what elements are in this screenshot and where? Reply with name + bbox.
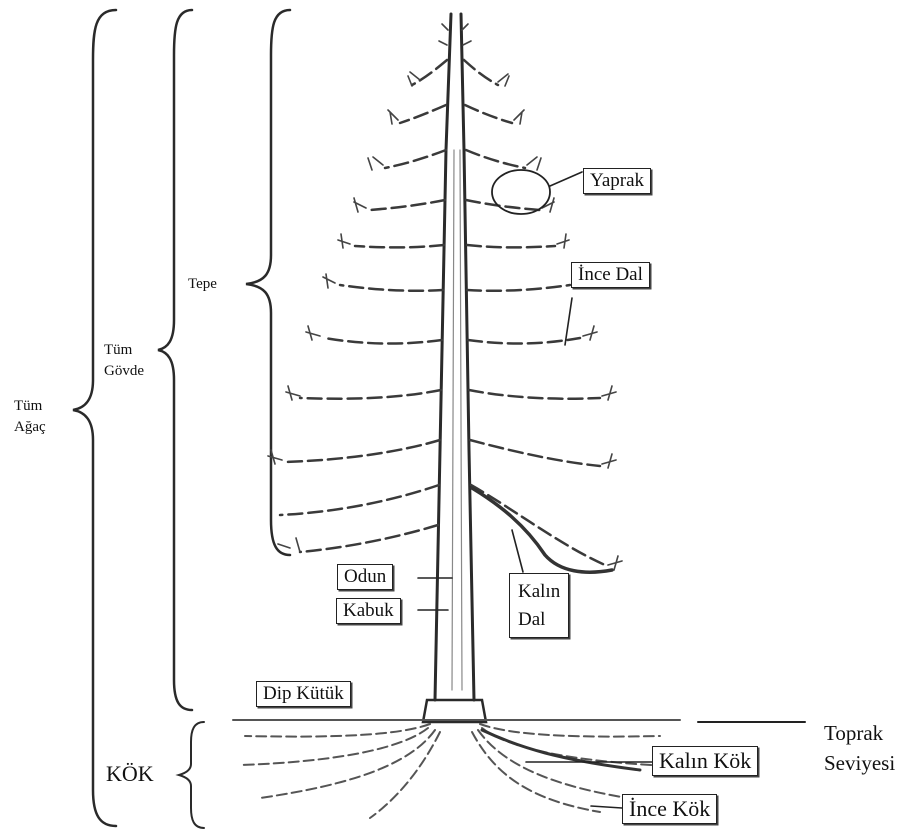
branches-left — [280, 60, 447, 552]
label-toprak-line2: Seviyesi — [824, 748, 895, 778]
label-kalin-dal: Kalın Dal — [509, 573, 569, 638]
label-ince-kok: İnce Kök — [622, 794, 717, 824]
label-tum-agac: Tüm Ağaç — [14, 396, 46, 438]
tree-trunk — [435, 14, 474, 700]
label-ince-dal: İnce Dal — [571, 262, 650, 288]
label-yaprak: Yaprak — [583, 168, 651, 194]
brace-kok — [179, 722, 204, 828]
label-dip-kutuk: Dip Kütük — [256, 681, 351, 707]
label-tum-govde: Tüm Gövde — [104, 340, 144, 382]
label-tepe: Tepe — [188, 274, 217, 295]
label-toprak-line1: Toprak — [824, 718, 895, 748]
label-kalin-dal-line2: Dal — [518, 606, 560, 634]
label-tum-agac-line1: Tüm — [14, 396, 46, 417]
leaf-highlight — [492, 170, 550, 214]
label-tum-govde-line2: Gövde — [104, 361, 144, 382]
branches-right — [464, 60, 605, 565]
brace-tum-agac — [73, 10, 116, 826]
label-toprak-seviyesi: Toprak Seviyesi — [824, 718, 895, 778]
roots — [240, 724, 670, 818]
label-odun: Odun — [337, 564, 393, 590]
label-kok: KÖK — [106, 761, 154, 787]
brace-tum-govde — [158, 10, 192, 710]
label-tum-govde-line1: Tüm — [104, 340, 144, 361]
label-kalin-kok: Kalın Kök — [652, 746, 758, 776]
label-kabuk: Kabuk — [336, 598, 401, 624]
brace-tepe — [246, 10, 290, 555]
label-tum-agac-line2: Ağaç — [14, 417, 46, 438]
trunk-base — [423, 700, 486, 722]
label-kalin-dal-line1: Kalın — [518, 578, 560, 606]
trunk-heartwood — [452, 150, 462, 690]
